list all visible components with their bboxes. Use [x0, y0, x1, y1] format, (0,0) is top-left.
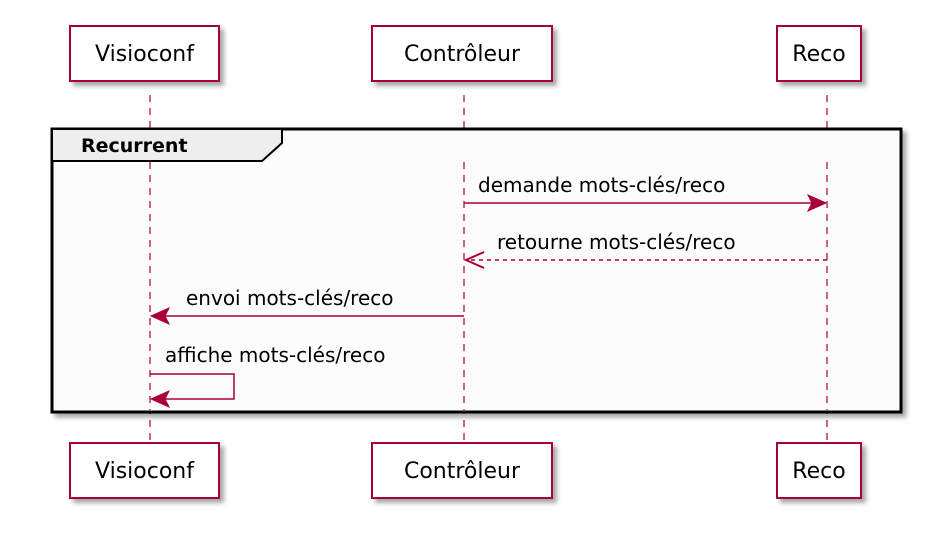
fragment-tab	[51, 128, 283, 162]
participant-controleur-top-label: Contrôleur	[404, 42, 521, 67]
message-envoi: envoi mots-clés/reco	[149, 286, 464, 326]
participant-visioconf-top: Visioconf	[69, 25, 220, 82]
participant-visioconf-bottom-box	[69, 442, 220, 499]
message-demande-label: demande mots-clés/reco	[478, 173, 725, 197]
message-affiche-line	[150, 373, 235, 400]
participant-controleur-top-box	[371, 25, 553, 82]
message-affiche-arrowhead	[149, 389, 171, 409]
participant-visioconf-bottom: Visioconf	[69, 442, 220, 499]
fragment-label: Recurrent	[81, 135, 188, 157]
participant-visioconf-top-label: Visioconf	[95, 42, 195, 67]
message-affiche-label: affiche mots-clés/reco	[165, 343, 385, 367]
fragment-recurrent: Recurrent	[50, 127, 903, 414]
participant-controleur-bottom-label: Contrôleur	[404, 459, 521, 484]
message-retourne-arrowhead	[463, 251, 485, 269]
participant-reco-top: Reco	[776, 25, 862, 82]
participant-controleur-bottom-box	[371, 442, 553, 499]
message-retourne: retourne mots-clés/reco	[463, 230, 827, 269]
fragment-frame	[50, 127, 903, 414]
participant-reco-bottom-box	[776, 442, 862, 499]
message-envoi-label: envoi mots-clés/reco	[186, 286, 394, 310]
message-affiche: affiche mots-clés/reco	[149, 343, 385, 409]
participant-reco-bottom-label: Reco	[792, 459, 845, 484]
participant-visioconf-top-box	[69, 25, 220, 82]
participant-controleur-top: Contrôleur	[371, 25, 553, 82]
participant-reco-top-box	[776, 25, 862, 82]
participant-reco-top-label: Reco	[792, 42, 845, 67]
participant-controleur-bottom: Contrôleur	[371, 442, 553, 499]
message-demande: demande mots-clés/reco	[464, 173, 828, 213]
participant-reco-bottom: Reco	[776, 442, 862, 499]
message-envoi-arrowhead	[149, 306, 171, 326]
message-retourne-label: retourne mots-clés/reco	[497, 230, 736, 254]
message-demande-arrowhead	[806, 193, 828, 213]
participant-visioconf-bottom-label: Visioconf	[95, 459, 195, 484]
